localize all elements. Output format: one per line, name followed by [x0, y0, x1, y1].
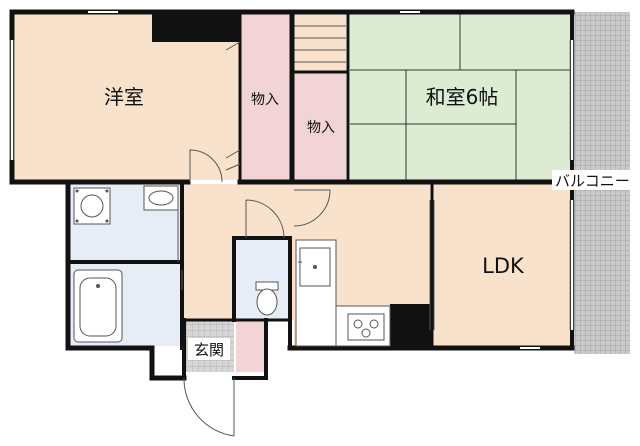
- wall-column-top: [152, 12, 240, 42]
- ldk-floor: [432, 184, 574, 346]
- wall-column-kitchen: [390, 304, 432, 348]
- windows: [11, 11, 573, 349]
- japanese-room-floor: [350, 14, 572, 180]
- window-frames: [9, 40, 575, 330]
- toilet-icon: [255, 281, 279, 316]
- tatami-mat-lines: [350, 14, 572, 180]
- room-label-balcony: バルコニー: [555, 172, 630, 190]
- room-label-storage-a: 物入: [251, 92, 279, 108]
- entrance-label-bg: [188, 338, 230, 360]
- room-label-japanese: 和室6帖: [426, 85, 499, 109]
- entrance-step-floor: [236, 320, 266, 372]
- stove-icon: [347, 313, 385, 341]
- balcony-label-bg: [552, 170, 640, 190]
- room-label-western: 洋室: [104, 85, 144, 109]
- storage-b-floor: [294, 72, 346, 180]
- room-label-ldk: LDK: [482, 254, 525, 278]
- storage-a-floor: [240, 14, 290, 180]
- washbasin-icon: [143, 185, 179, 211]
- room-label-storage-b: 物入: [307, 120, 335, 136]
- room-label-entrance: 玄関: [194, 341, 224, 359]
- doors: [177, 41, 435, 437]
- stair-closet-floor: [294, 14, 346, 72]
- washing-machine-icon: [73, 187, 111, 225]
- stair-treads: [294, 25, 346, 63]
- kitchen-sink-icon: [298, 247, 331, 287]
- bathtub-icon: [73, 269, 123, 343]
